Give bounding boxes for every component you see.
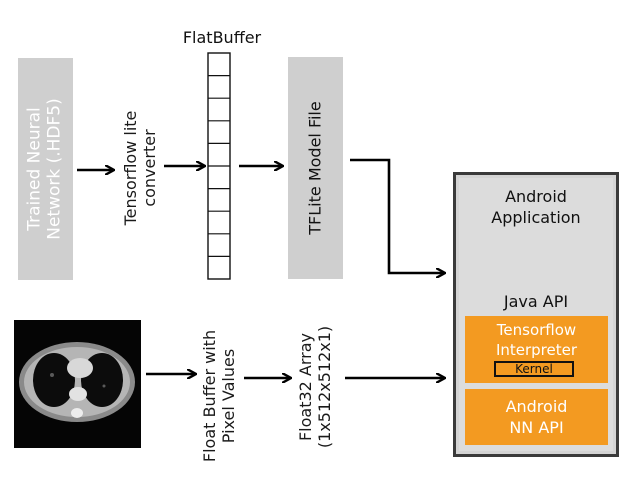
trained-network-box xyxy=(18,58,73,280)
flatbuffer-cells xyxy=(207,52,231,280)
ct-scan-lungs-image xyxy=(14,320,141,448)
android-nn-api-line-1: Android xyxy=(505,397,568,416)
android-application-line-2: Application xyxy=(491,208,581,227)
java-api-label: Java API xyxy=(503,292,569,311)
android-application-label: Android Application xyxy=(459,186,613,228)
android-nn-api-label: Android NN API xyxy=(465,396,608,438)
kernel-box: Kernel xyxy=(494,361,574,377)
tflite-file-box xyxy=(288,57,343,279)
android-application-line-1: Android xyxy=(505,187,567,206)
tensorflow-interpreter-block xyxy=(465,316,608,383)
ct-scan-drawing xyxy=(19,342,135,422)
arrow-tflite-to-android xyxy=(350,158,444,273)
android-nn-api-block xyxy=(465,389,608,445)
tensorflow-interpreter-line-2: Interpreter xyxy=(495,341,578,359)
flatbuffer-title: FlatBuffer xyxy=(182,28,262,47)
android-nn-api-line-2: NN API xyxy=(509,418,564,437)
tensorflow-interpreter-label: Tensorflow Interpreter xyxy=(465,320,608,360)
tensorflow-interpreter-line-1: Tensorflow xyxy=(496,321,577,339)
